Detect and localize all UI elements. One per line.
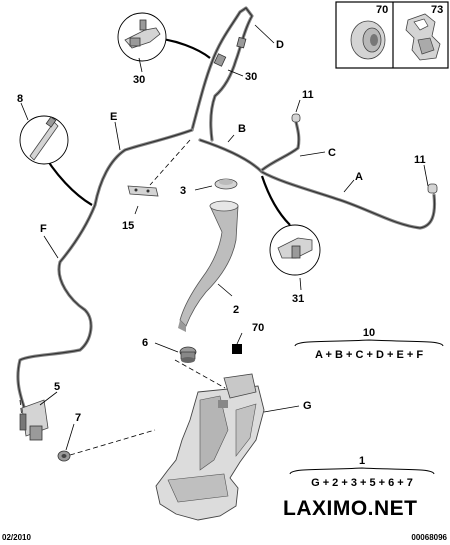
label-15: 15 [122, 220, 134, 232]
callout-labels: D 30 30 B E C 11 A 11 8 3 15 F 31 2 6 70… [17, 39, 426, 424]
label-7: 7 [75, 412, 81, 424]
nozzle-detail-30-circle [117, 12, 167, 62]
cap-part-3 [214, 178, 238, 190]
pump-part-5 [19, 399, 49, 441]
label-5: 5 [54, 381, 60, 393]
footer-date: 02/2010 [2, 533, 31, 542]
label-11-right: 11 [414, 154, 426, 166]
label-e: E [110, 111, 117, 123]
reservoir-part-g [155, 373, 265, 521]
label-3: 3 [180, 185, 186, 197]
label-8: 8 [17, 93, 23, 105]
nozzle-detail-31-circle [269, 224, 321, 276]
group-1: 1 G + 2 + 3 + 5 + 6 + 7 [289, 455, 435, 489]
group-10-formula: A + B + C + D + E + F [315, 349, 423, 361]
label-g: G [303, 400, 312, 412]
leader-lines [20, 24, 429, 451]
marker-part-70 [232, 344, 242, 354]
footer-reference: 00068096 [411, 533, 447, 542]
brand-watermark: LAXIMO.NET [283, 497, 418, 520]
hose-network [16, 6, 437, 456]
label-11-left: 11 [302, 89, 314, 101]
label-d: D [276, 39, 284, 51]
label-2: 2 [233, 304, 239, 316]
group-1-number: 1 [359, 455, 365, 467]
label-f: F [40, 223, 47, 235]
inset-box: 70 73 [335, 1, 449, 69]
group-1-formula: G + 2 + 3 + 5 + 6 + 7 [311, 477, 413, 489]
connector-detail-8-circle [19, 115, 69, 165]
label-30-top-right: 30 [245, 71, 257, 83]
label-c: C [328, 147, 336, 159]
label-30-top-left: 30 [133, 74, 145, 86]
label-b: B [238, 123, 246, 135]
seal-part-7 [57, 450, 71, 462]
grommet-part-70 [350, 20, 386, 60]
filler-neck-part-2 [178, 200, 239, 332]
inset-label-73: 73 [431, 4, 443, 16]
label-a: A [355, 171, 363, 183]
group-10: 10 A + B + C + D + E + F [294, 327, 444, 361]
label-6: 6 [142, 337, 148, 349]
clip-part-73 [405, 13, 441, 61]
label-70-main: 70 [252, 322, 264, 334]
bracket-part-15 [127, 185, 159, 197]
inset-label-70: 70 [376, 4, 388, 16]
group-10-number: 10 [363, 327, 375, 339]
callout-arcs [39, 36, 291, 226]
label-31: 31 [292, 293, 304, 305]
hose-clips [213, 36, 438, 194]
grommet-part-6 [179, 346, 197, 363]
